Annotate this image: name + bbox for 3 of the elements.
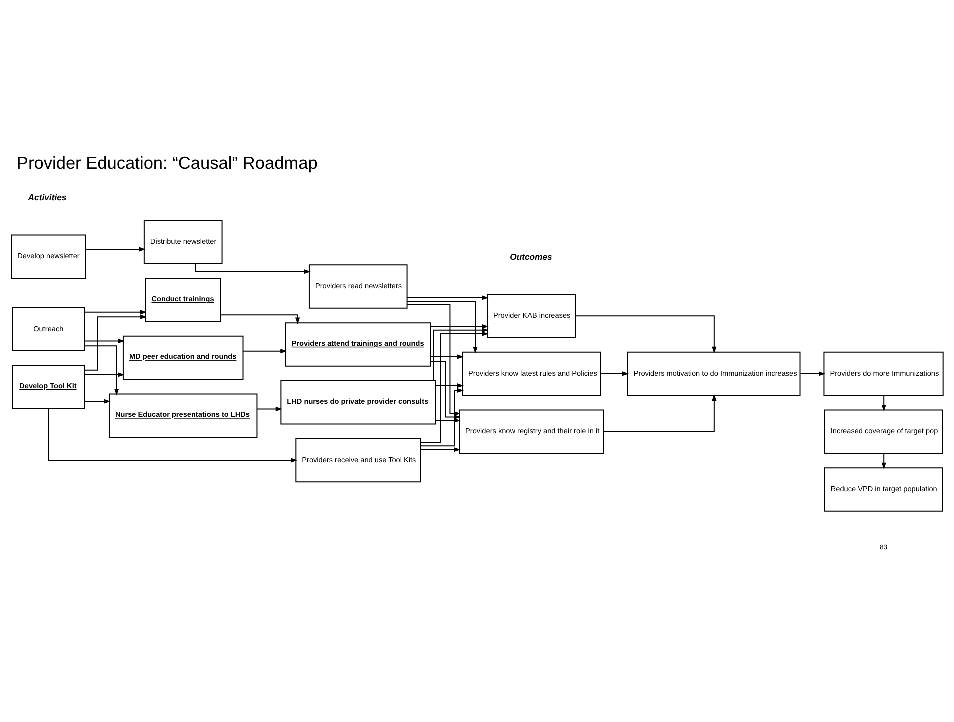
label: Activities — [28, 192, 66, 203]
label: Outcomes — [510, 252, 552, 262]
diagram-title: Provider Education: “Causal” Roadmap — [16, 153, 318, 174]
